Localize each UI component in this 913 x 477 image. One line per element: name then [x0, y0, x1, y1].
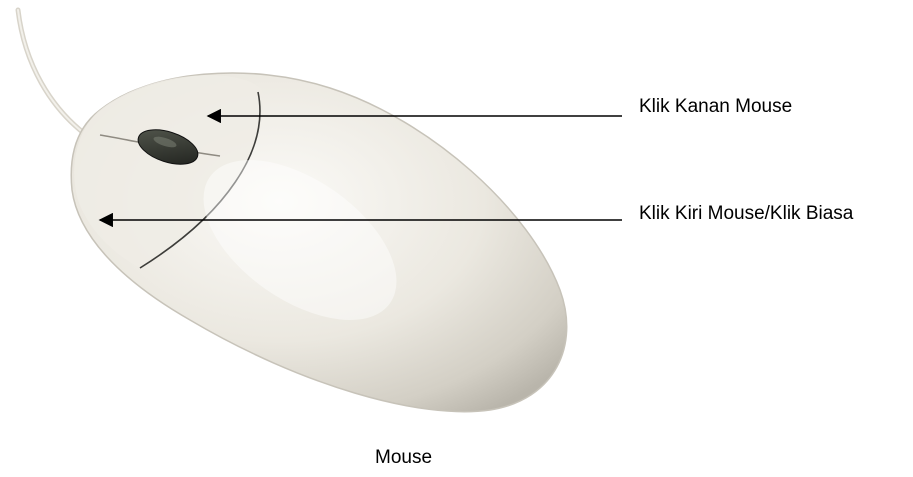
right-click-label: Klik Kanan Mouse [639, 97, 792, 116]
figure-caption: Mouse [375, 448, 432, 467]
mouse-cable [18, 10, 96, 142]
left-click-label: Klik Kiri Mouse/Klik Biasa [639, 204, 853, 223]
